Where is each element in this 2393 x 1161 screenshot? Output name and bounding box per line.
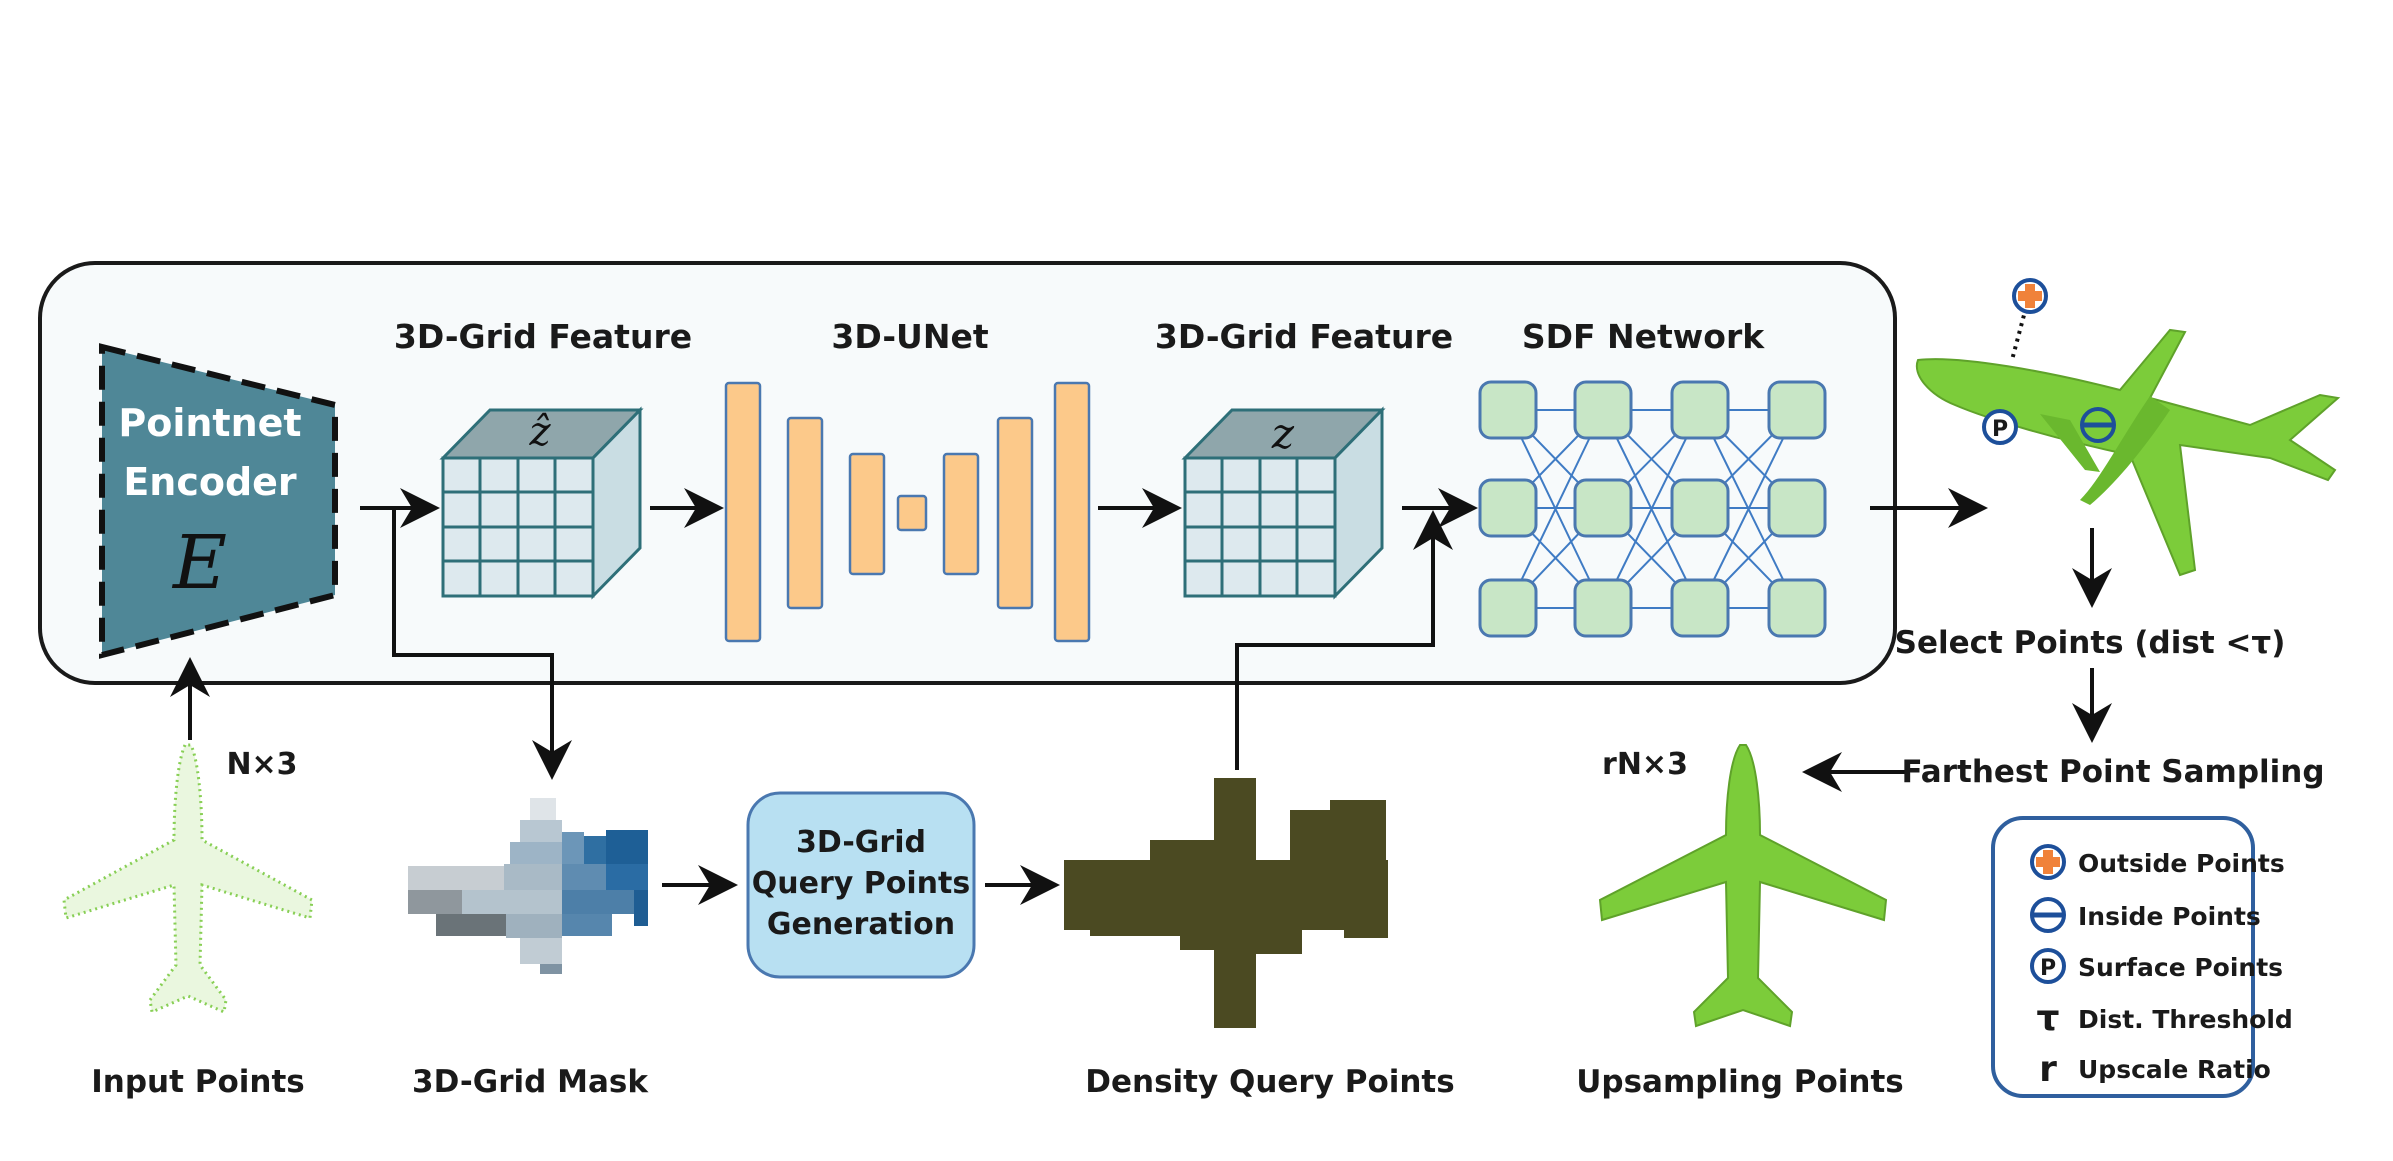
grid-mask-voxels bbox=[408, 798, 648, 974]
surface-marker-label: P bbox=[1992, 417, 2008, 442]
pointnet-encoder: Pointnet Encoder E bbox=[99, 343, 338, 659]
z-symbol: z bbox=[1271, 409, 1295, 458]
query-gen-line3: Generation bbox=[767, 907, 955, 942]
sdf-network-title: SDF Network bbox=[1522, 317, 1765, 356]
grid-feature-in-title: 3D-Grid Feature bbox=[394, 317, 692, 356]
farthest-point-sampling-label: Farthest Point Sampling bbox=[1901, 754, 2324, 790]
unet-blocks bbox=[724, 381, 1091, 643]
legend-surface-label: Surface Points bbox=[2078, 953, 2283, 982]
query-gen-line1: 3D-Grid bbox=[796, 825, 926, 860]
encoder-label-line1: Pointnet bbox=[118, 401, 301, 445]
n3-label: N×3 bbox=[226, 747, 297, 782]
legend-outside-icon bbox=[2030, 844, 2066, 880]
legend-tau-label: Dist. Threshold bbox=[2078, 1005, 2293, 1034]
density-query-points-label: Density Query Points bbox=[1085, 1064, 1454, 1100]
encoder-symbol: E bbox=[171, 520, 227, 606]
legend-box bbox=[1991, 816, 2255, 1098]
inside-point-marker bbox=[2080, 407, 2116, 443]
legend-inside-icon bbox=[2030, 897, 2066, 933]
arrow-branch-to-mask bbox=[392, 508, 572, 780]
sdf-airplane: P bbox=[1915, 278, 2341, 577]
z-hat-symbol: ẑ bbox=[528, 409, 551, 455]
input-point-cloud bbox=[62, 743, 314, 1015]
query-gen-line2: Query Points bbox=[752, 866, 970, 901]
select-points-label: Select Points (dist <τ) bbox=[1895, 625, 2286, 661]
legend-surface-icon: P bbox=[2030, 948, 2066, 984]
grid-mask-label: 3D-Grid Mask bbox=[412, 1064, 649, 1100]
grid-feature-cube-in: ẑ bbox=[439, 406, 644, 600]
query-points-generation-box: 3D-Grid Query Points Generation bbox=[746, 791, 976, 979]
sdf-network bbox=[1478, 380, 1827, 638]
input-points-label: Input Points bbox=[91, 1064, 304, 1100]
legend-inside-label: Inside Points bbox=[2078, 902, 2261, 931]
upsampled-airplane bbox=[1598, 744, 1888, 1028]
arrow-density-to-sdf bbox=[1235, 510, 1453, 770]
legend-r-symbol: r bbox=[2039, 1049, 2057, 1090]
density-query-points bbox=[1064, 778, 1388, 1028]
outside-point-marker bbox=[2012, 278, 2048, 314]
legend-outside-label: Outside Points bbox=[2078, 849, 2285, 878]
encoder-label-line2: Encoder bbox=[123, 460, 297, 504]
surface-point-marker: P bbox=[1982, 409, 2018, 445]
legend-surface-icon-text: P bbox=[2040, 956, 2056, 981]
unet-title: 3D-UNet bbox=[831, 317, 988, 356]
grid-feature-out-title: 3D-Grid Feature bbox=[1155, 317, 1453, 356]
legend: Outside Points Inside Points P Surface P… bbox=[1991, 816, 2293, 1098]
legend-tau-symbol: τ bbox=[2037, 998, 2060, 1039]
upsampling-points-label: Upsampling Points bbox=[1576, 1064, 1904, 1100]
rn3-label: rN×3 bbox=[1602, 747, 1688, 782]
grid-feature-cube-out: z bbox=[1181, 406, 1386, 600]
legend-r-label: Upscale Ratio bbox=[2078, 1055, 2271, 1084]
